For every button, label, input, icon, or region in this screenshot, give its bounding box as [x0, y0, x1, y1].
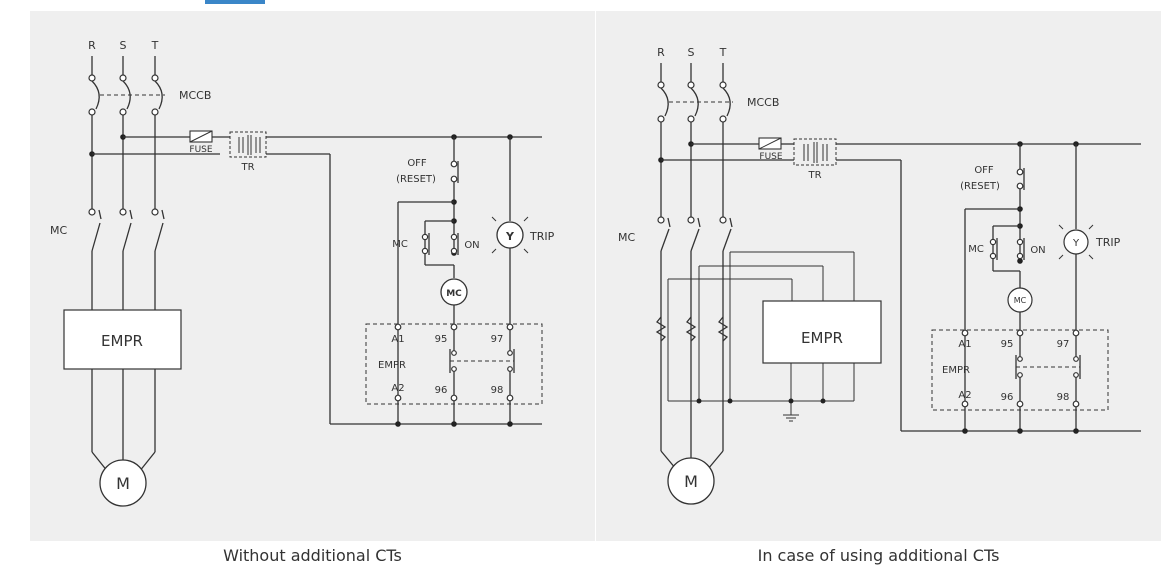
mc-main-contacts: [657, 216, 733, 252]
fuse-symbol: [758, 137, 782, 150]
circuit-diagram-right: R S T MCCB FUSE TR: [618, 46, 1141, 505]
empr-box: [762, 300, 882, 364]
mc-aux-contact: [989, 238, 998, 260]
on-button: [1016, 238, 1025, 260]
transformer-label: TR: [240, 162, 254, 173]
mccb-label: MCCB: [179, 89, 211, 102]
circuit-diagram-left: R S T MCCB FUSE TR: [50, 39, 555, 507]
diagram-panel-without-cts: R S T MCCB FUSE TR: [30, 11, 595, 541]
trip-lamp-glyph: Y: [505, 230, 515, 243]
mccb-breaker: [657, 63, 733, 123]
mccb-breaker: [88, 56, 165, 116]
empr-box-label: EMPR: [801, 329, 843, 347]
terminal-96: 96: [1001, 392, 1014, 403]
fuse-label: FUSE: [759, 152, 782, 162]
title-accent-bar: [205, 0, 265, 4]
on-button: [450, 233, 459, 255]
phase-s-label: S: [120, 39, 127, 52]
mc-coil-label: MC: [1014, 296, 1027, 305]
terminal-a2: A2: [391, 383, 404, 394]
motor-label: M: [116, 474, 130, 493]
terminal-98: 98: [491, 385, 504, 396]
terminal-98: 98: [1057, 392, 1070, 403]
terminal-a2: A2: [958, 390, 971, 401]
phase-r-label: R: [657, 46, 665, 59]
fuse-symbol: [189, 130, 213, 143]
mc-aux-label: MC: [392, 239, 408, 250]
off-label: OFF: [974, 165, 994, 176]
empr-box: [63, 309, 182, 370]
empr-box-label: EMPR: [101, 332, 143, 350]
trip-label: TRIP: [529, 230, 555, 243]
trip-lamp-glyph: Y: [1072, 238, 1080, 249]
terminal-97: 97: [491, 334, 504, 345]
mc-main-contacts: [88, 208, 165, 252]
mc-aux-contact: [421, 233, 430, 255]
diagram-panel-with-cts: R S T MCCB FUSE TR: [596, 11, 1161, 541]
fuse-label: FUSE: [189, 145, 212, 155]
phase-s-label: S: [688, 46, 695, 59]
motor-symbol: [667, 457, 715, 505]
empr-terminal-label: EMPR: [378, 360, 406, 371]
mc-coil-label: MC: [446, 289, 462, 299]
trip-lamp-symbol: [1058, 224, 1094, 260]
off-label: OFF: [407, 158, 427, 169]
transformer-label: TR: [807, 170, 821, 181]
terminal-95: 95: [435, 334, 448, 345]
terminal-95: 95: [1001, 339, 1014, 350]
reset-label: (RESET): [960, 181, 1000, 192]
ground-icon: [783, 414, 799, 422]
terminal-96: 96: [435, 385, 448, 396]
reset-label: (RESET): [396, 174, 436, 185]
empr-terminal-label: EMPR: [942, 365, 970, 376]
transformer-symbol: [793, 138, 837, 166]
off-reset-button: [1016, 168, 1025, 190]
terminal-97: 97: [1057, 339, 1070, 350]
motor-symbol: [99, 459, 147, 507]
phase-t-label: T: [151, 39, 159, 52]
phase-r-label: R: [88, 39, 96, 52]
mc-label: MC: [618, 231, 635, 244]
motor-label: M: [684, 472, 698, 491]
transformer-symbol: [229, 131, 267, 158]
on-label: ON: [1030, 245, 1045, 256]
mccb-label: MCCB: [747, 96, 779, 109]
mc-aux-label: MC: [968, 244, 984, 255]
caption-without-cts: Without additional CTs: [223, 546, 402, 565]
off-reset-button: [450, 160, 459, 183]
ct-coils: [655, 316, 729, 342]
on-label: ON: [464, 240, 479, 251]
mc-label: MC: [50, 224, 67, 237]
trip-label: TRIP: [1095, 236, 1121, 249]
caption-with-cts: In case of using additional CTs: [757, 546, 1000, 565]
phase-t-label: T: [719, 46, 727, 59]
